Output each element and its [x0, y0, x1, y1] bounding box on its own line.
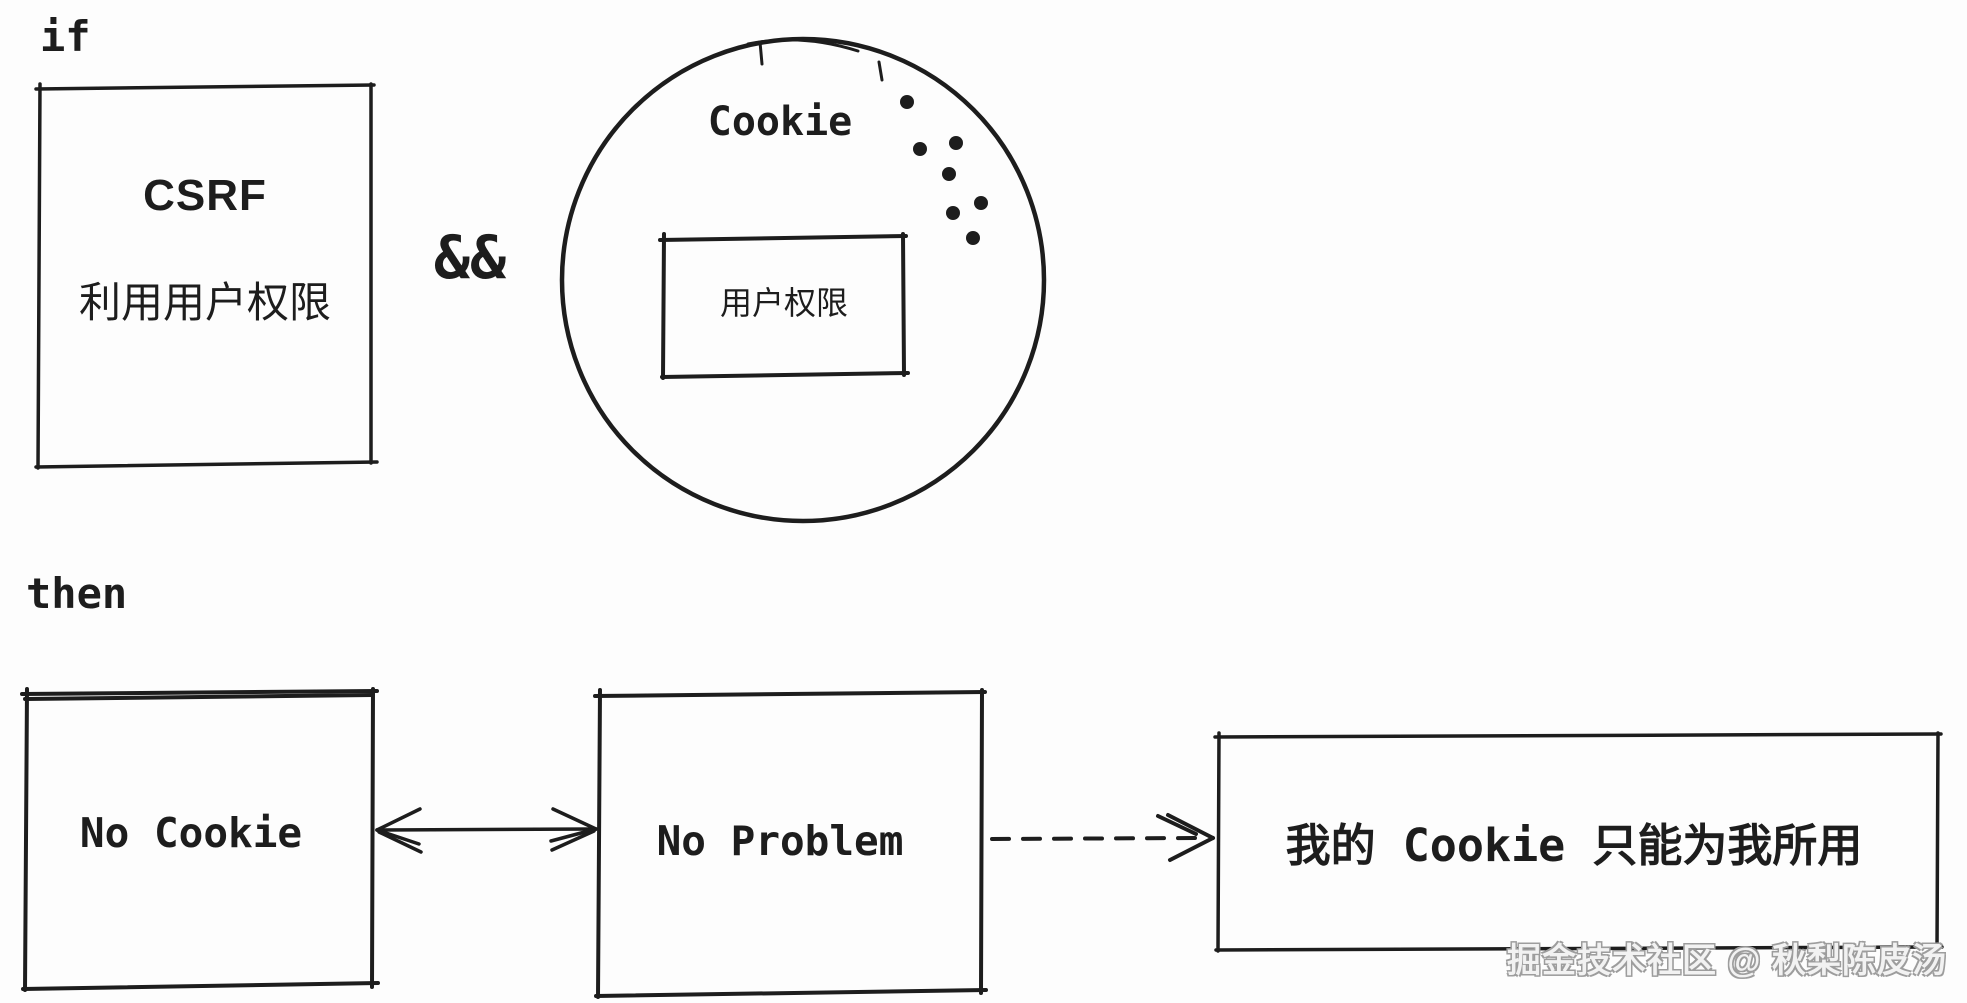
csrf-label: CSRF [143, 171, 267, 220]
double-arrow [375, 807, 598, 854]
no-problem-box [593, 688, 988, 999]
cookie-label: Cookie [707, 99, 853, 145]
watermark: 掘金技术社区 @ 秋梨陈皮汤 [1506, 942, 1947, 980]
cookie-crumb-dots [900, 95, 988, 245]
and-operator: && [433, 223, 507, 293]
conclusion-box [1213, 731, 1944, 953]
dashed-arrow [990, 813, 1215, 862]
circle-overlap-tick [877, 60, 884, 82]
no-cookie-box [20, 687, 380, 992]
csrf-sublabel: 利用用户权限 [78, 279, 332, 326]
user-permission-label: 用户权限 [719, 285, 849, 321]
user-permission-box [658, 232, 910, 380]
if-keyword: if [40, 12, 91, 61]
then-keyword: then [26, 569, 128, 618]
cookie-circle [559, 36, 1047, 524]
csrf-box [34, 82, 379, 470]
no-cookie-label: No Cookie [79, 809, 303, 857]
conclusion-label: 我的 Cookie 只能为我所用 [1285, 819, 1863, 872]
no-problem-label: No Problem [656, 817, 904, 865]
circle-start-tick [758, 40, 764, 66]
